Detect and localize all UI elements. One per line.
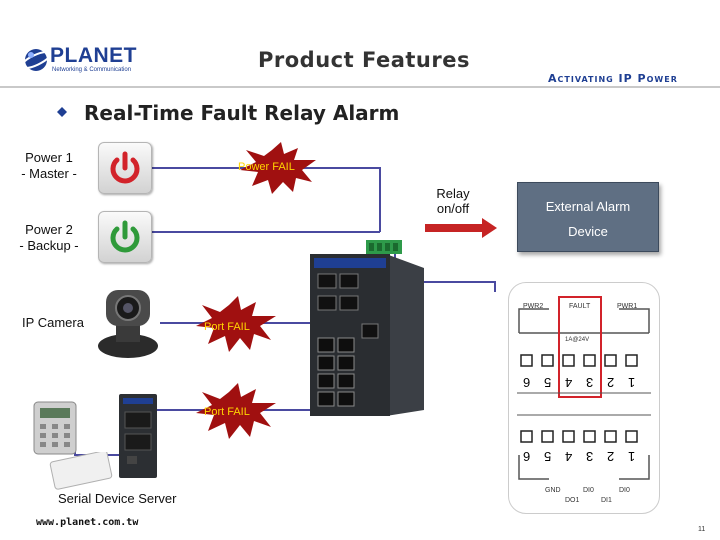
footer-url[interactable]: www.planet.com.tw: [36, 517, 139, 528]
terminal-num: 4: [565, 375, 573, 390]
relay-arrow-icon: [425, 218, 497, 238]
terminal-label-do1: DO1: [565, 497, 580, 504]
power-green-icon: [110, 220, 140, 253]
external-alarm-device: External Alarm Device: [517, 182, 659, 252]
header-divider: [0, 86, 720, 88]
logo-wordmark: PLANET: [50, 44, 137, 67]
logo-subtext: Networking & Communication: [52, 67, 132, 73]
terminal-num: 2: [607, 449, 615, 464]
terminal-rating: 1A@24V: [565, 337, 590, 343]
terminal-label-pwr1: PWR1: [617, 303, 638, 310]
terminal-num: 3: [586, 375, 594, 390]
power-fail-label: Power FAIL: [238, 161, 295, 173]
page-number: 11: [698, 526, 706, 533]
serial-device-label: Serial Device Server: [58, 491, 177, 506]
terminal-num: 5: [544, 375, 552, 390]
camera-label: IP Camera: [22, 315, 84, 330]
terminal-num: 4: [565, 449, 573, 464]
power2-button: [98, 211, 152, 263]
terminal-num: 1: [628, 375, 636, 390]
terminal-label-di0-2: DI0: [619, 487, 630, 494]
terminal-label-fault: FAULT: [569, 303, 591, 310]
external-alarm-label-2: Device: [568, 224, 608, 239]
power1-button: [98, 142, 152, 194]
power-fail-burst-icon: [240, 142, 316, 194]
rfid-card-icon: [49, 452, 113, 490]
diamond-bullet-icon: [57, 107, 67, 117]
tagline: Activating IP Power: [548, 72, 678, 85]
port-fail-burst-icon-2: [196, 383, 276, 439]
terminal-num: 5: [544, 449, 552, 464]
page-title: Product Features: [258, 48, 470, 72]
terminal-num: 3: [586, 449, 594, 464]
power2-label: Power 2 - Backup -: [19, 222, 79, 253]
terminal-label-di0: DI0: [583, 487, 594, 494]
terminal-num: 6: [523, 375, 531, 390]
external-alarm-label-1: External Alarm: [545, 199, 631, 214]
serial-server-icon: [119, 394, 157, 478]
port-fail-burst-icon: [196, 296, 276, 352]
terminal-wiring: [517, 296, 651, 480]
power-red-icon: [110, 151, 140, 184]
planet-logo-icon: [22, 49, 52, 71]
terminal-block-diagram: PWR2 FAULT PWR1 1A@24V 6 5 4 3 2 1 6 5 4…: [508, 282, 660, 514]
terminal-label-gnd: GND: [545, 487, 561, 494]
relay-label: Relay on/off: [436, 186, 470, 216]
power1-wire: [150, 167, 381, 232]
ip-camera-icon: [98, 290, 158, 358]
terminal-num: 1: [628, 449, 636, 464]
terminal-label-pwr2: PWR2: [523, 303, 544, 310]
port-fail-label-2: Port FAIL: [204, 406, 250, 418]
terminal-label-di1: DI1: [601, 497, 612, 504]
section-heading: Real-Time Fault Relay Alarm: [84, 101, 400, 125]
port-fail-label-1: Port FAIL: [204, 321, 250, 333]
terminal-num: 2: [607, 375, 615, 390]
card-reader-icon: [33, 401, 77, 455]
terminal-num: 6: [523, 449, 531, 464]
industrial-switch-icon: [310, 240, 424, 416]
power1-label: Power 1 - Master -: [21, 150, 77, 181]
